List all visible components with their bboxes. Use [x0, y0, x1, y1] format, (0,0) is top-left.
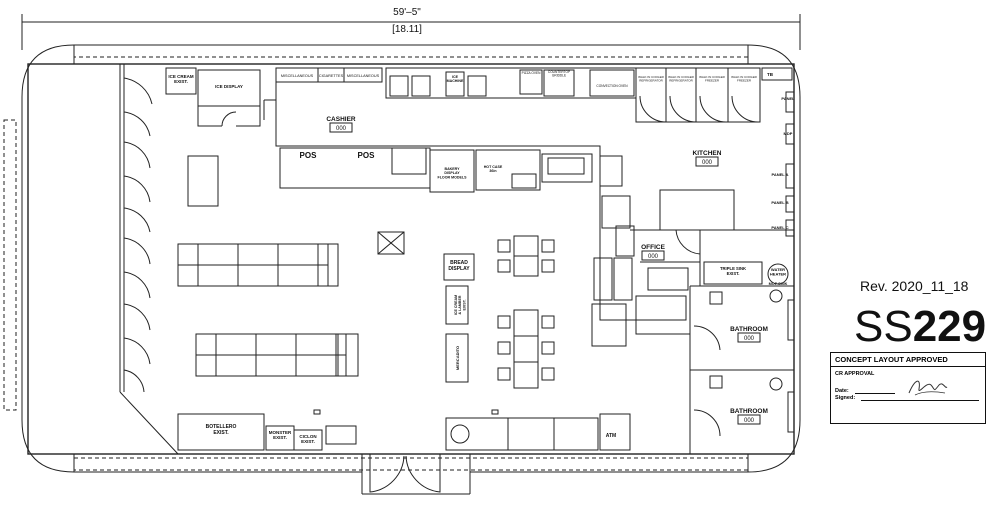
miscellaneous-1-label: MISCELLANEOUS [281, 74, 314, 78]
cashier-number: 000 [336, 126, 347, 132]
approval-title: CONCEPT LAYOUT APPROVED [831, 353, 985, 367]
office-number: 000 [648, 254, 659, 260]
mdp-label: MDP [784, 131, 793, 136]
mop-sink-label: MOP SINK [769, 282, 788, 286]
ice-cream-lamber-label: ICE CREAM& LAMBEREXIST. [454, 295, 466, 315]
pizza-oven-label: PIZZA OVEN [522, 71, 541, 75]
tb-label: TB [767, 72, 774, 77]
convection-oven-label: CONVECTION OVEN [596, 84, 628, 88]
cigarettes-label: CIGARETTES [319, 74, 344, 78]
cr-approval-label: CR APPROVAL [835, 371, 875, 377]
cashier-label: CASHIER [326, 116, 356, 123]
panel-label: PANEL [781, 96, 795, 101]
miscellaneous-2-label: MISCELLANEOUS [347, 74, 380, 78]
bathroom-1-number: 000 [744, 336, 755, 342]
mercadito-label: MERCADITO [455, 346, 460, 370]
pos-1-label: POS [300, 151, 318, 160]
bathroom-2-label: BATHROOM [730, 408, 768, 415]
dimension-feet: 59'–5" [393, 7, 421, 18]
approval-stamp: CONCEPT LAYOUT APPROVED CR APPROVAL Date… [830, 352, 986, 424]
dimension-meters: [18.11] [392, 24, 422, 35]
pos-2-label: POS [358, 151, 376, 160]
panel-a-label: PANEL A [771, 172, 788, 177]
atm-label: ATM [606, 433, 616, 439]
panel-c-label: PANEL C [771, 225, 788, 230]
ice-display-label: ICE DISPLAY [215, 84, 243, 89]
signed-label: Signed: [835, 395, 856, 401]
store-code: SS229 [854, 304, 986, 350]
office-label: OFFICE [641, 244, 665, 251]
signature-mark [908, 380, 948, 396]
panel-b-label: PANEL B [771, 200, 788, 205]
kitchen-label: KITCHEN [693, 150, 722, 157]
bathroom-1-label: BATHROOM [730, 326, 768, 333]
floor-plan: 59'–5" [18.11] CASHIER 000 KITCHEN 000 O… [3, 7, 801, 495]
store-code-number: 229 [912, 302, 986, 351]
date-label: Date: [835, 388, 849, 394]
revision-label: Rev. 2020_11_18 [860, 278, 969, 294]
bathroom-2-number: 000 [744, 418, 755, 424]
store-code-prefix: SS [854, 302, 913, 351]
kitchen-number: 000 [702, 160, 713, 166]
